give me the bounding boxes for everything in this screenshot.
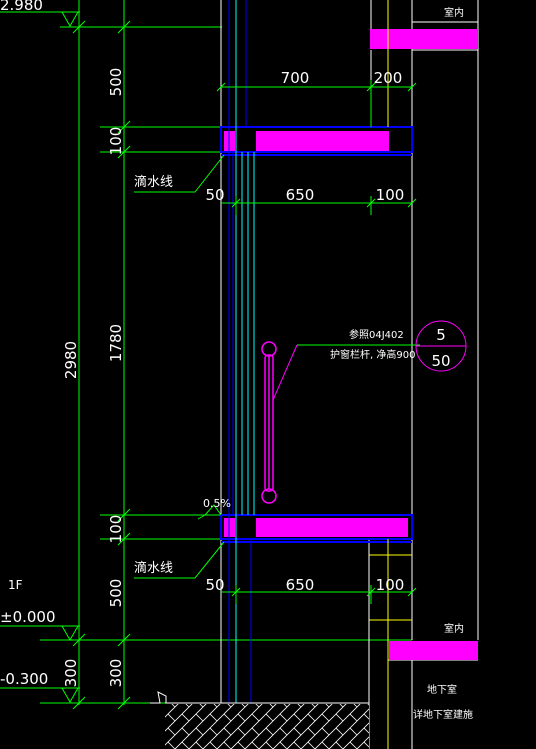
reference-code-label: 参照04J402: [349, 328, 404, 341]
dim-mid-650: 650: [286, 186, 315, 204]
rail-leader: [272, 344, 298, 401]
dim-mid-100: 100: [376, 186, 405, 204]
column-lines: [369, 0, 412, 749]
detail-callout: 5 50: [415, 320, 467, 372]
dim-upper-100: 100: [107, 127, 125, 156]
dim-top-700: 700: [281, 69, 310, 87]
dim-overall-height: 2980: [62, 341, 80, 379]
room-indoor-top: 室内: [444, 6, 464, 19]
dim-upper-500: 500: [107, 68, 125, 97]
elevation-top-label: 2.980: [0, 0, 43, 14]
drip-line-top-label: 滴水线: [134, 174, 173, 190]
dim-bot-50: 50: [205, 576, 224, 594]
interior-dim-lines: [216, 80, 417, 604]
detail-sheet: 50: [431, 352, 450, 370]
ground-line: [150, 691, 369, 704]
slab-fills: [224, 29, 478, 660]
dim-mid-50: 50: [205, 186, 224, 204]
upper-slab-fill-right: [370, 29, 478, 49]
drip-line-bottom-label: 滴水线: [134, 560, 173, 576]
dim-bot-650: 650: [286, 576, 315, 594]
elevation-marker-top: [0, 11, 80, 28]
dim-bot-100: 100: [376, 576, 405, 594]
elevation-zero-label: ±0.000: [0, 608, 56, 626]
upper-slab-fill-mid: [256, 131, 389, 151]
floor-label: 1F: [8, 578, 23, 592]
dim-base-300-outer: 300: [62, 659, 80, 688]
wall-outline: [220, 0, 479, 749]
glazing-lines: [228, 0, 252, 703]
elevation-neg-label: -0.300: [0, 670, 48, 688]
drip-line-leaders: [134, 154, 225, 579]
room-basement: 地下室: [427, 683, 457, 696]
lower-slab-fill-mid: [256, 518, 408, 537]
left-dimension-lines: [40, 0, 412, 710]
basement-note: 详地下室建施: [413, 708, 473, 721]
dim-lower-100: 100: [107, 515, 125, 544]
rail-note-label: 护窗栏杆, 净高900: [330, 348, 415, 361]
dim-lower-500: 500: [107, 579, 125, 608]
basement-slab-fill: [389, 641, 478, 660]
slab-outlines: [220, 126, 413, 543]
slope-label: 0.5%: [203, 497, 231, 510]
dim-base-300-inner: 300: [107, 659, 125, 688]
room-indoor-bottom: 室内: [444, 622, 464, 635]
elevation-marker-zero: [0, 625, 80, 642]
elevation-marker-neg: [0, 687, 80, 704]
foundation-hatch: [165, 704, 369, 749]
dim-mid-1780: 1780: [107, 324, 125, 362]
guard-rail: [261, 341, 277, 504]
dim-top-200: 200: [374, 69, 403, 87]
detail-number: 5: [436, 326, 446, 344]
